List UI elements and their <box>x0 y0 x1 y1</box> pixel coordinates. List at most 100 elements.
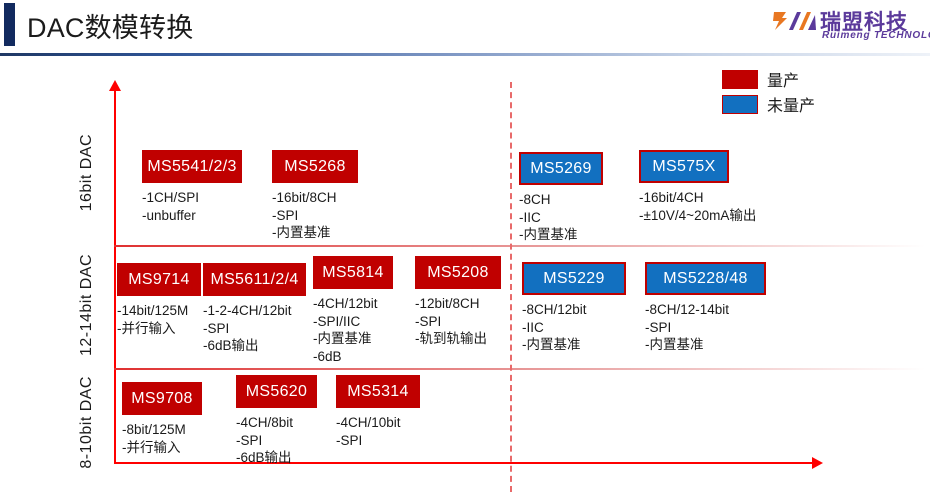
product-spec-line: -14bit/125M <box>117 303 189 318</box>
product-card: MS5208 -12bit/8CH -SPI -轨到轨输出 <box>415 256 501 348</box>
product-card: MS5268 -16bit/8CH -SPI -内置基准 <box>272 150 358 242</box>
product-specs: -4CH/12bit -SPI/IIC -内置基准 -6dB <box>313 295 393 365</box>
row-label-12-14bit: 12-14bit DAC <box>78 254 95 357</box>
product-chip[interactable]: MS5208 <box>415 256 501 289</box>
product-specs: -8bit/125M -并行输入 <box>122 421 202 456</box>
product-chip[interactable]: MS5814 <box>313 256 393 289</box>
legend-label-mass-production: 量产 <box>767 73 800 90</box>
product-spec-line: -12bit/8CH <box>415 296 480 311</box>
header-accent-bar <box>4 3 15 46</box>
product-specs: -1-2-4CH/12bit -SPI -6dB输出 <box>203 302 306 355</box>
product-spec-line: -SPI <box>272 207 299 223</box>
product-specs: -1CH/SPI -unbuffer <box>142 189 242 224</box>
product-spec-line: -内置基准 <box>272 225 331 240</box>
horizontal-axis <box>114 462 814 464</box>
legend-label-not-mass-production: 未量产 <box>767 98 816 115</box>
product-chip[interactable]: MS9714 <box>117 263 201 296</box>
row-separator-1 <box>114 245 924 247</box>
product-spec-line: -SPI/IIC <box>313 313 361 329</box>
product-spec-line: -6dB输出 <box>236 450 292 465</box>
page-title: DAC数模转换 <box>27 13 194 43</box>
product-spec-line: -8CH <box>519 192 551 207</box>
page-header: DAC数模转换 瑞盟科技 Ruimeng TECHNOLOGY <box>0 0 930 52</box>
legend-item-not-mass-production: 未量产 <box>722 93 842 115</box>
logo-chinese-name: 瑞盟科技 <box>820 11 908 34</box>
product-spec-line: -6dB <box>313 348 342 364</box>
product-spec-line: -IIC <box>522 319 544 335</box>
product-spec-line: -SPI <box>415 313 442 329</box>
product-card: MS5229 -8CH/12bit -IIC -内置基准 <box>522 262 626 354</box>
product-spec-line: -SPI <box>203 320 230 336</box>
product-spec-line: -并行输入 <box>122 439 181 455</box>
product-card: MS5314 -4CH/10bit -SPI <box>336 375 420 449</box>
product-spec-line: -IIC <box>519 209 541 225</box>
product-spec-line: -8CH/12bit <box>522 302 587 317</box>
product-specs: -4CH/8bit -SPI -6dB输出 <box>236 414 317 467</box>
row-separator-2 <box>114 368 924 370</box>
legend-item-mass-production: 量产 <box>722 68 842 90</box>
product-spec-line: -1CH/SPI <box>142 190 200 205</box>
product-specs: -16bit/4CH -±10V/4~20mA输出 <box>639 189 756 224</box>
product-spec-line: -unbuffer <box>142 207 196 223</box>
product-chip[interactable]: MS5229 <box>522 262 626 295</box>
product-spec-line: -内置基准 <box>519 227 578 242</box>
logo-english-name: Ruimeng TECHNOLOGY <box>822 30 930 41</box>
column-separator <box>510 82 512 492</box>
product-chip[interactable]: MS5620 <box>236 375 317 408</box>
product-card: MS9708 -8bit/125M -并行输入 <box>122 382 202 456</box>
product-card: MS5620 -4CH/8bit -SPI -6dB输出 <box>236 375 317 467</box>
product-spec-line: -1-2-4CH/12bit <box>203 303 292 318</box>
product-chip[interactable]: MS5228/48 <box>645 262 766 295</box>
product-spec-line: -并行输入 <box>117 320 176 336</box>
product-specs: -12bit/8CH -SPI -轨到轨输出 <box>415 295 501 348</box>
product-chip[interactable]: MS5314 <box>336 375 420 408</box>
product-spec-line: -SPI <box>336 432 363 448</box>
product-card: MS5269 -8CH -IIC -内置基准 <box>519 152 603 244</box>
row-label-8-10bit: 8-10bit DAC <box>78 376 95 469</box>
product-specs: -16bit/8CH -SPI -内置基准 <box>272 189 358 242</box>
product-spec-line: -4CH/12bit <box>313 296 378 311</box>
product-card: MS5541/2/3 -1CH/SPI -unbuffer <box>142 150 242 224</box>
product-spec-line: -8bit/125M <box>122 422 186 437</box>
product-specs: -8CH/12bit -IIC -内置基准 <box>522 301 626 354</box>
product-matrix: 16bit DAC 12-14bit DAC 8-10bit DAC MS554… <box>0 56 930 503</box>
product-card: MS5814 -4CH/12bit -SPI/IIC -内置基准 -6dB <box>313 256 393 365</box>
product-specs: -14bit/125M -并行输入 <box>117 302 201 337</box>
header-divider <box>0 53 930 56</box>
product-spec-line: -SPI <box>645 319 672 335</box>
product-spec-line: -±10V/4~20mA输出 <box>639 207 757 223</box>
product-chip[interactable]: MS5541/2/3 <box>142 150 242 183</box>
product-card: MS5611/2/4 -1-2-4CH/12bit -SPI -6dB输出 <box>203 263 306 355</box>
product-card: MS5228/48 -8CH/12-14bit -SPI -内置基准 <box>645 262 766 354</box>
legend-swatch-blue <box>722 94 758 114</box>
product-chip[interactable]: MS5268 <box>272 150 358 183</box>
horizontal-axis-arrow-icon <box>812 457 823 469</box>
product-specs: -8CH -IIC -内置基准 <box>519 191 603 244</box>
product-spec-line: -16bit/8CH <box>272 190 337 205</box>
legend: 量产 未量产 <box>722 68 842 118</box>
product-spec-line: -轨到轨输出 <box>415 331 487 346</box>
product-spec-line: -4CH/10bit <box>336 415 401 430</box>
product-chip[interactable]: MS5269 <box>519 152 603 185</box>
legend-swatch-red <box>722 69 758 89</box>
product-spec-line: -SPI <box>236 432 263 448</box>
product-specs: -4CH/10bit -SPI <box>336 414 420 449</box>
product-spec-line: -16bit/4CH <box>639 190 704 205</box>
product-spec-line: -4CH/8bit <box>236 415 294 430</box>
product-chip[interactable]: MS5611/2/4 <box>203 263 306 296</box>
vertical-axis <box>114 88 116 464</box>
product-card: MS575X -16bit/4CH -±10V/4~20mA输出 <box>639 150 756 224</box>
logo-mark-icon <box>773 12 816 30</box>
product-spec-line: -内置基准 <box>522 337 581 352</box>
vertical-axis-arrow-icon <box>109 80 121 91</box>
product-spec-line: -6dB输出 <box>203 338 259 353</box>
product-chip[interactable]: MS9708 <box>122 382 202 415</box>
product-card: MS9714 -14bit/125M -并行输入 <box>117 263 201 337</box>
product-spec-line: -内置基准 <box>313 331 372 346</box>
product-specs: -8CH/12-14bit -SPI -内置基准 <box>645 301 766 354</box>
product-spec-line: -内置基准 <box>645 337 704 352</box>
company-logo: 瑞盟科技 Ruimeng TECHNOLOGY <box>772 6 930 46</box>
row-label-16bit: 16bit DAC <box>78 134 95 212</box>
product-chip[interactable]: MS575X <box>639 150 729 183</box>
product-spec-line: -8CH/12-14bit <box>645 302 730 317</box>
